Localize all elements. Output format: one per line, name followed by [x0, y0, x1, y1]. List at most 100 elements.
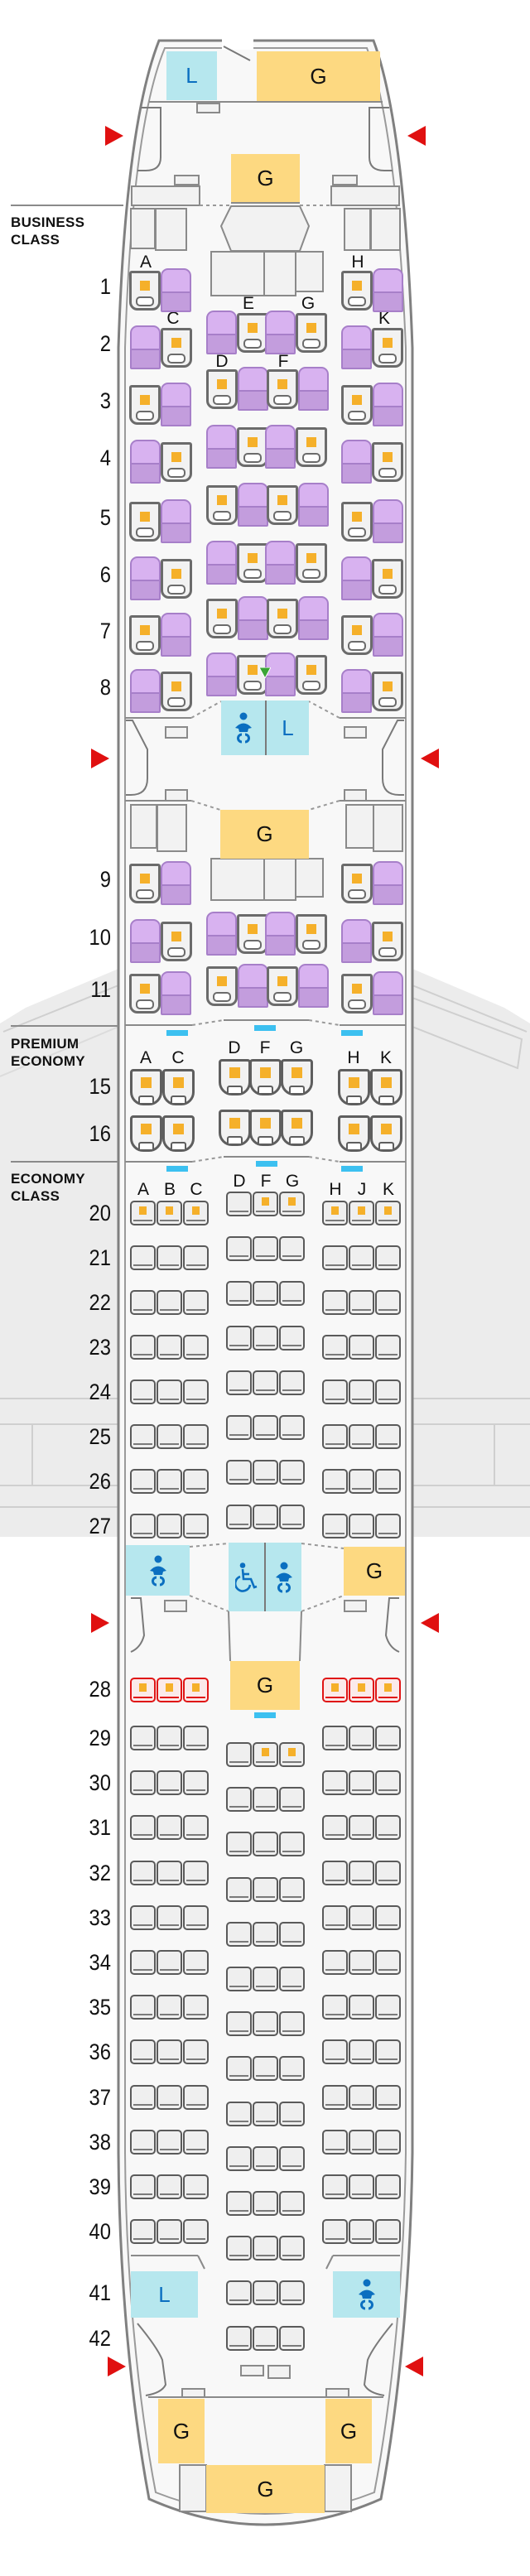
seat-3A[interactable]	[129, 383, 191, 426]
seat-35C[interactable]	[183, 1995, 209, 2020]
seat-33J[interactable]	[349, 1904, 374, 1930]
seat-35G[interactable]	[279, 2011, 305, 2037]
seat-33F[interactable]	[253, 1921, 278, 1947]
seat-39G[interactable]	[279, 2191, 305, 2216]
seat-31G[interactable]	[279, 1832, 305, 1857]
seat-26A[interactable]	[130, 1469, 156, 1494]
seat-6G[interactable]	[265, 541, 327, 585]
seat-11F[interactable]	[267, 964, 329, 1008]
seat-26G[interactable]	[279, 1460, 305, 1485]
seat-10G[interactable]	[265, 912, 327, 956]
seat-22D[interactable]	[226, 1281, 252, 1306]
seat-34F[interactable]	[253, 1967, 278, 1991]
seat-35H[interactable]	[322, 1995, 348, 2020]
seat-30B[interactable]	[157, 1770, 182, 1796]
seat-23H[interactable]	[322, 1335, 348, 1360]
seat-38C[interactable]	[183, 2129, 209, 2155]
seat-40K[interactable]	[375, 2219, 401, 2245]
seat-41G[interactable]	[279, 2280, 305, 2306]
seat-8G[interactable]	[265, 652, 327, 696]
seat-3F[interactable]	[267, 367, 329, 411]
accessible-lavatory-block[interactable]	[229, 1543, 301, 1611]
seat-2G[interactable]	[265, 311, 327, 354]
seat-25J[interactable]	[349, 1424, 374, 1449]
seat-40J[interactable]	[349, 2219, 374, 2245]
seat-23A[interactable]	[130, 1335, 156, 1360]
galley[interactable]: G	[230, 1661, 300, 1710]
seat-23B[interactable]	[157, 1335, 182, 1360]
seat-27K[interactable]	[375, 1514, 401, 1538]
seat-23F[interactable]	[253, 1326, 278, 1351]
seat-28K[interactable]	[375, 1678, 401, 1702]
seat-29A[interactable]	[130, 1726, 156, 1750]
seat-39B[interactable]	[157, 2174, 182, 2199]
seat-4E[interactable]	[206, 425, 268, 469]
seat-40G[interactable]	[279, 2236, 305, 2261]
seat-34H[interactable]	[322, 1950, 348, 1975]
seat-35A[interactable]	[130, 1995, 156, 2020]
seat-30H[interactable]	[322, 1770, 348, 1796]
galley[interactable]: G	[158, 2399, 205, 2463]
seat-28C[interactable]	[183, 1678, 209, 1702]
seat-23K[interactable]	[375, 1335, 401, 1360]
seat-25K[interactable]	[375, 1424, 401, 1449]
seat-24G[interactable]	[279, 1370, 305, 1395]
seat-29F[interactable]	[253, 1742, 278, 1767]
seat-5F[interactable]	[267, 483, 329, 527]
seat-37F[interactable]	[253, 2101, 278, 2126]
seat-36A[interactable]	[130, 2039, 156, 2065]
seat-6E[interactable]	[206, 541, 268, 585]
seat-38H[interactable]	[322, 2129, 348, 2155]
seat-24D[interactable]	[226, 1370, 252, 1395]
galley[interactable]: G	[231, 154, 300, 204]
baby-changing-lavatory[interactable]	[221, 701, 267, 755]
seat-16G[interactable]	[281, 1110, 313, 1146]
seat-25D[interactable]	[226, 1415, 252, 1440]
seat-1A[interactable]	[129, 268, 191, 312]
seat-39C[interactable]	[183, 2174, 209, 2199]
seat-39K[interactable]	[375, 2174, 401, 2199]
seat-29K[interactable]	[375, 1726, 401, 1750]
seat-30K[interactable]	[375, 1770, 401, 1796]
seat-22F[interactable]	[253, 1281, 278, 1306]
seat-37H[interactable]	[322, 2084, 348, 2110]
seat-37G[interactable]	[279, 2101, 305, 2126]
seat-35F[interactable]	[253, 2011, 278, 2037]
seat-39J[interactable]	[349, 2174, 374, 2199]
seat-23C[interactable]	[183, 1335, 209, 1360]
seat-25B[interactable]	[157, 1424, 182, 1449]
seat-41F[interactable]	[253, 2280, 278, 2306]
seat-7D[interactable]	[206, 596, 268, 640]
seat-2K[interactable]	[341, 325, 403, 369]
seat-42G[interactable]	[279, 2325, 305, 2351]
seat-36D[interactable]	[226, 2056, 252, 2082]
seat-21C[interactable]	[183, 1245, 209, 1270]
seat-24F[interactable]	[253, 1370, 278, 1395]
seat-42D[interactable]	[226, 2325, 252, 2351]
seat-31C[interactable]	[183, 1815, 209, 1841]
seat-28B[interactable]	[157, 1678, 182, 1702]
seat-34A[interactable]	[130, 1950, 156, 1975]
seat-22G[interactable]	[279, 1281, 305, 1306]
seat-30G[interactable]	[279, 1787, 305, 1813]
seat-25A[interactable]	[130, 1424, 156, 1449]
seat-40F[interactable]	[253, 2236, 278, 2261]
seat-40H[interactable]	[322, 2219, 348, 2245]
seat-38K[interactable]	[375, 2129, 401, 2155]
seat-35D[interactable]	[226, 2011, 252, 2037]
seat-31F[interactable]	[253, 1832, 278, 1857]
seat-20B[interactable]	[157, 1201, 182, 1225]
seat-31H[interactable]	[322, 1815, 348, 1841]
seat-40C[interactable]	[183, 2219, 209, 2245]
seat-28J[interactable]	[349, 1678, 374, 1702]
seat-3H[interactable]	[341, 383, 403, 426]
seat-25H[interactable]	[322, 1424, 348, 1449]
seat-11A[interactable]	[129, 971, 191, 1015]
seat-2C[interactable]	[130, 325, 192, 369]
seat-20C[interactable]	[183, 1201, 209, 1225]
seat-5D[interactable]	[206, 483, 268, 527]
seat-34K[interactable]	[375, 1950, 401, 1975]
seat-31B[interactable]	[157, 1815, 182, 1841]
seat-32H[interactable]	[322, 1860, 348, 1885]
seat-32D[interactable]	[226, 1876, 252, 1902]
